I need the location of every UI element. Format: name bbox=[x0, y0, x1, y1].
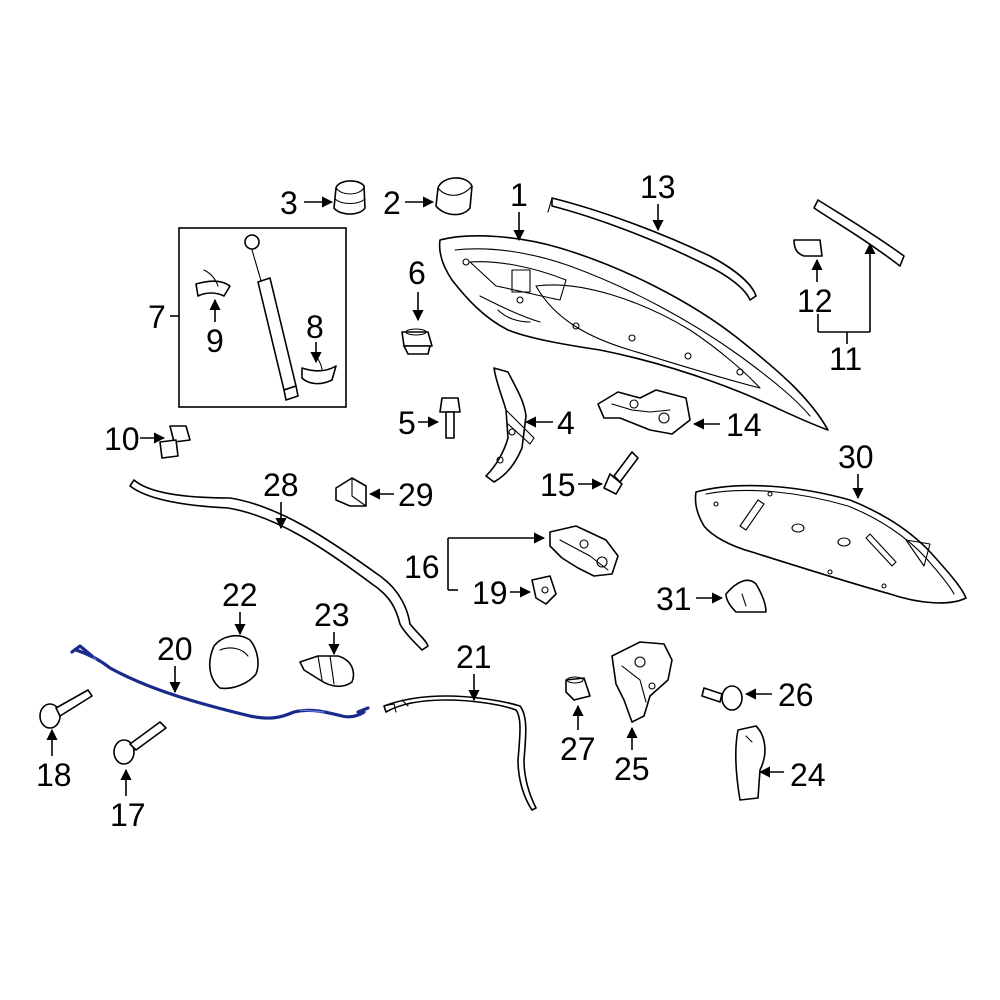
callout-18: 18 bbox=[36, 757, 72, 793]
part-31-cover[interactable] bbox=[725, 579, 767, 613]
callout-25: 25 bbox=[614, 751, 650, 787]
part-30-insulator[interactable] bbox=[694, 484, 967, 604]
callout-7: 7 bbox=[148, 299, 166, 335]
callout-21: 21 bbox=[456, 639, 492, 675]
part-9-pad[interactable] bbox=[195, 269, 231, 297]
callout-10: 10 bbox=[104, 421, 140, 457]
callout-26: 26 bbox=[778, 677, 814, 713]
part-10-pin[interactable] bbox=[159, 425, 191, 459]
part-15-bolt[interactable] bbox=[603, 451, 639, 495]
part-19-bracket[interactable] bbox=[531, 575, 557, 605]
callout-8: 8 bbox=[306, 309, 324, 345]
callout-9: 9 bbox=[206, 323, 224, 359]
part-2-bumper[interactable] bbox=[435, 177, 473, 216]
part-16-latch[interactable] bbox=[549, 525, 619, 577]
part-8-pad[interactable] bbox=[301, 355, 337, 385]
part-3-bumper[interactable] bbox=[333, 180, 366, 215]
part-13-weatherstrip[interactable] bbox=[547, 197, 757, 301]
part-17-rod[interactable] bbox=[113, 721, 167, 765]
part-26-pin[interactable] bbox=[701, 685, 743, 711]
callout-1: 1 bbox=[510, 177, 528, 213]
part-4-hinge[interactable] bbox=[485, 367, 535, 483]
part-25-bracket[interactable] bbox=[611, 641, 673, 723]
callout-28: 28 bbox=[263, 467, 299, 503]
callout-27: 27 bbox=[560, 731, 596, 767]
part-14-latch[interactable] bbox=[597, 389, 691, 435]
part-21-release-cable[interactable] bbox=[383, 695, 537, 811]
part-27-clip[interactable] bbox=[565, 676, 591, 701]
part-1-hood-panel[interactable] bbox=[438, 235, 829, 431]
part-6-nut[interactable] bbox=[401, 328, 433, 355]
callout-23: 23 bbox=[314, 597, 350, 633]
callout-31: 31 bbox=[656, 581, 692, 617]
callout-14: 14 bbox=[726, 407, 762, 443]
part-24-holder[interactable] bbox=[735, 725, 766, 801]
callout-4: 4 bbox=[557, 405, 575, 441]
callout-24: 24 bbox=[790, 757, 826, 793]
callout-5: 5 bbox=[398, 405, 416, 441]
callout-3: 3 bbox=[280, 185, 298, 221]
callout-20: 20 bbox=[157, 631, 193, 667]
callout-12: 12 bbox=[797, 283, 833, 319]
part-11-seal[interactable] bbox=[813, 199, 905, 267]
callout-15: 15 bbox=[540, 467, 576, 503]
callout-30: 30 bbox=[838, 439, 874, 475]
callout-16: 16 bbox=[404, 549, 440, 585]
part-20-release-cable[interactable] bbox=[70, 644, 370, 720]
callout-13: 13 bbox=[640, 169, 676, 205]
callout-17: 17 bbox=[110, 797, 146, 833]
callout-19: 19 bbox=[472, 575, 508, 611]
callout-29: 29 bbox=[398, 477, 434, 513]
kit-box bbox=[178, 227, 347, 408]
part-29-clip[interactable] bbox=[335, 477, 367, 507]
part-12-clip[interactable] bbox=[793, 239, 823, 257]
part-23-handle[interactable] bbox=[299, 655, 355, 688]
part-5-bolt[interactable] bbox=[439, 397, 461, 439]
callout-6: 6 bbox=[408, 255, 426, 291]
part-28-seal[interactable] bbox=[129, 479, 429, 651]
part-22-cover[interactable] bbox=[208, 634, 259, 690]
callout-2: 2 bbox=[383, 185, 401, 221]
callout-22: 22 bbox=[222, 577, 258, 613]
gas-strut[interactable] bbox=[244, 234, 299, 401]
callout-11: 11 bbox=[829, 341, 862, 377]
part-18-screw[interactable] bbox=[39, 689, 93, 729]
